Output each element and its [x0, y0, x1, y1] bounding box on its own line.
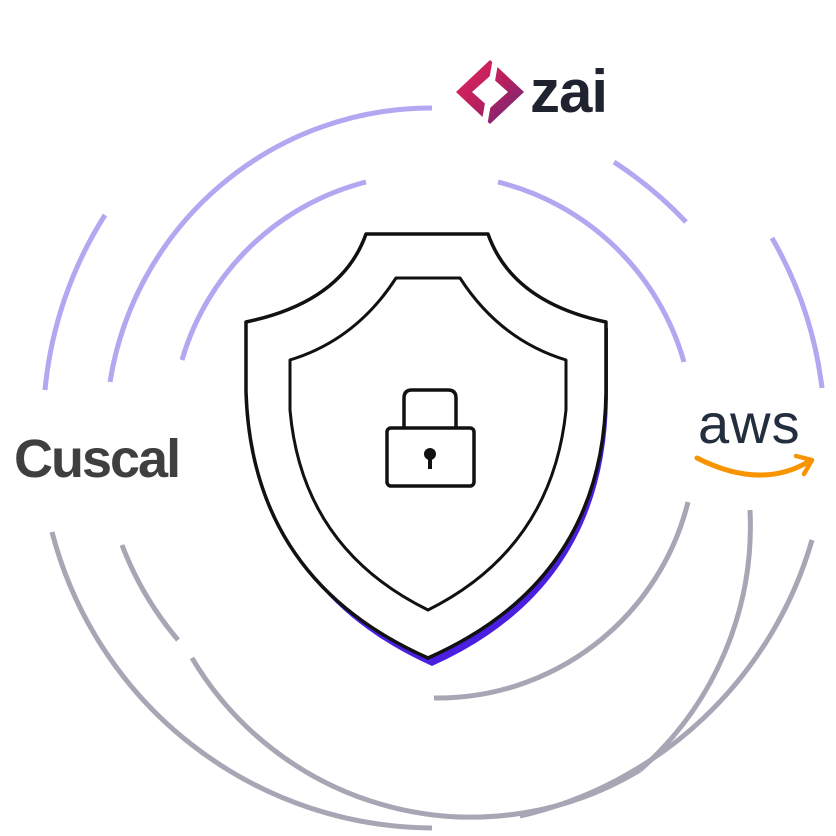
outer-ring-arc-top-right: [769, 236, 825, 389]
aws-smile-arrow: [793, 453, 815, 477]
zai-logo-text: zai: [530, 58, 607, 125]
middle-ring-arc-bottom-right: [638, 509, 753, 772]
inner-ring-arc-top-right: [497, 179, 687, 363]
padlock-body: [385, 426, 476, 488]
lower-ring-arcs: [49, 501, 815, 831]
shield-lock-icon: [244, 232, 608, 666]
padlock-shackle: [402, 388, 458, 428]
aws-logo-text: aws: [698, 392, 801, 455]
outer-ring-arc-top-left: [42, 213, 108, 391]
middle-ring-arc-bottom-left: [119, 544, 180, 642]
zai-mark-icon: [456, 60, 524, 124]
inner-ring-arc-bottom-right: [433, 501, 691, 701]
shield-inner: [288, 276, 568, 612]
padlock-keyhole-slot: [428, 456, 432, 469]
middle-ring-arc-bottom: [189, 656, 642, 820]
outer-ring-arc-bottom-left: [49, 531, 433, 831]
outer-ring-arc-bottom-right: [519, 539, 815, 819]
padlock-icon: [385, 388, 476, 488]
zai-logo: zai: [456, 58, 608, 125]
outer-ring-arc-top-right-short: [612, 159, 688, 224]
aws-logo: aws: [694, 392, 815, 478]
middle-ring-arc-top-left: [107, 105, 433, 383]
inner-ring-arc-top-left: [179, 179, 367, 361]
cuscal-logo-text: Cuscal: [14, 429, 179, 489]
padlock-keyhole-top: [424, 448, 436, 460]
upper-ring-arcs: [42, 105, 825, 391]
aws-smile-icon: [694, 455, 811, 478]
